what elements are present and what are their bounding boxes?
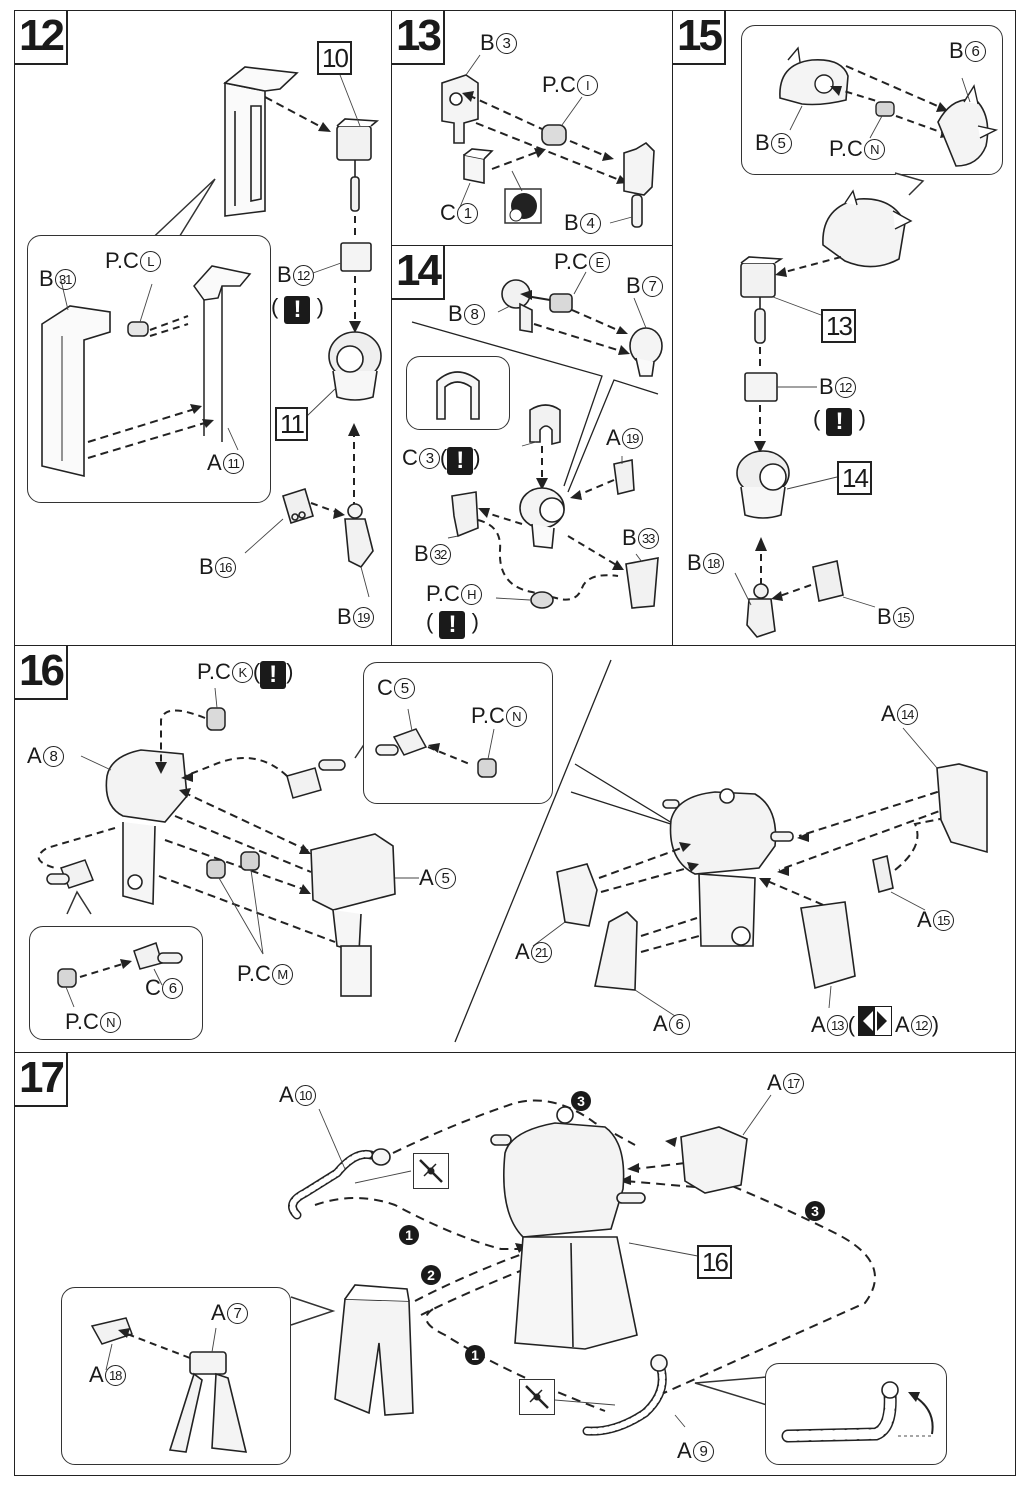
stand-part <box>223 66 299 217</box>
part-10-cube <box>336 118 380 212</box>
helmet-detail-drawing <box>779 46 999 167</box>
sticker-icon <box>504 188 542 224</box>
step-ref-16: 16 <box>697 1245 732 1279</box>
step-15-panel: 15 <box>672 10 1016 646</box>
sequence-marker: 2 <box>421 1265 441 1285</box>
nippers-cut-icon <box>413 1153 449 1189</box>
step-number: 13 <box>392 11 445 65</box>
step-number: 14 <box>392 246 445 300</box>
c3-detail-drawing <box>436 371 480 420</box>
warning-note: ( ! ) <box>813 406 866 436</box>
assembly-arrow <box>264 96 326 130</box>
hose-bend-detail-drawing <box>781 1381 934 1443</box>
warning-icon: ! <box>826 408 853 436</box>
step-number: 16 <box>15 646 68 700</box>
sequence-marker: 3 <box>805 1201 825 1221</box>
c6-detail-drawing <box>57 942 183 1008</box>
callout-drawing <box>41 265 252 478</box>
step-number: 17 <box>15 1053 68 1107</box>
step-13-panel: 13 <box>391 10 673 246</box>
detail-callout <box>406 356 510 430</box>
c5-detail-drawing <box>375 708 497 778</box>
nippers-cut-icon <box>519 1379 555 1415</box>
step-14-panel: 14 <box>391 245 673 646</box>
detail-callout <box>61 1287 291 1465</box>
a7-detail-drawing <box>90 1317 248 1453</box>
step-ref-13: 13 <box>821 309 856 343</box>
warning-icon: ! <box>260 661 287 689</box>
warning-icon: ! <box>447 447 474 475</box>
warning-note: ( ! ) <box>426 609 479 639</box>
sequence-marker: 1 <box>465 1345 485 1365</box>
sequence-marker: 1 <box>399 1225 419 1245</box>
step-number: 15 <box>673 11 726 65</box>
warning-note: ( ! ) <box>271 294 324 324</box>
warning-icon: ! <box>284 296 311 324</box>
part-b19 <box>344 503 374 569</box>
step-ref-10: 10 <box>317 41 352 75</box>
sequence-marker: 3 <box>571 1091 591 1111</box>
step-ref-14: 14 <box>837 461 872 495</box>
part-b16 <box>282 487 314 525</box>
step-17-panel: 17 <box>14 1052 1016 1476</box>
step-number: 12 <box>15 11 68 65</box>
part-11 <box>328 331 382 401</box>
step-ref-11: 11 <box>275 407 308 441</box>
step-16-panel: 16 <box>14 645 1016 1053</box>
warning-icon: ! <box>439 611 466 639</box>
step-12-panel: 12 <box>14 10 392 646</box>
detail-callout <box>765 1363 947 1465</box>
mirror-pair-icon <box>858 1006 893 1036</box>
